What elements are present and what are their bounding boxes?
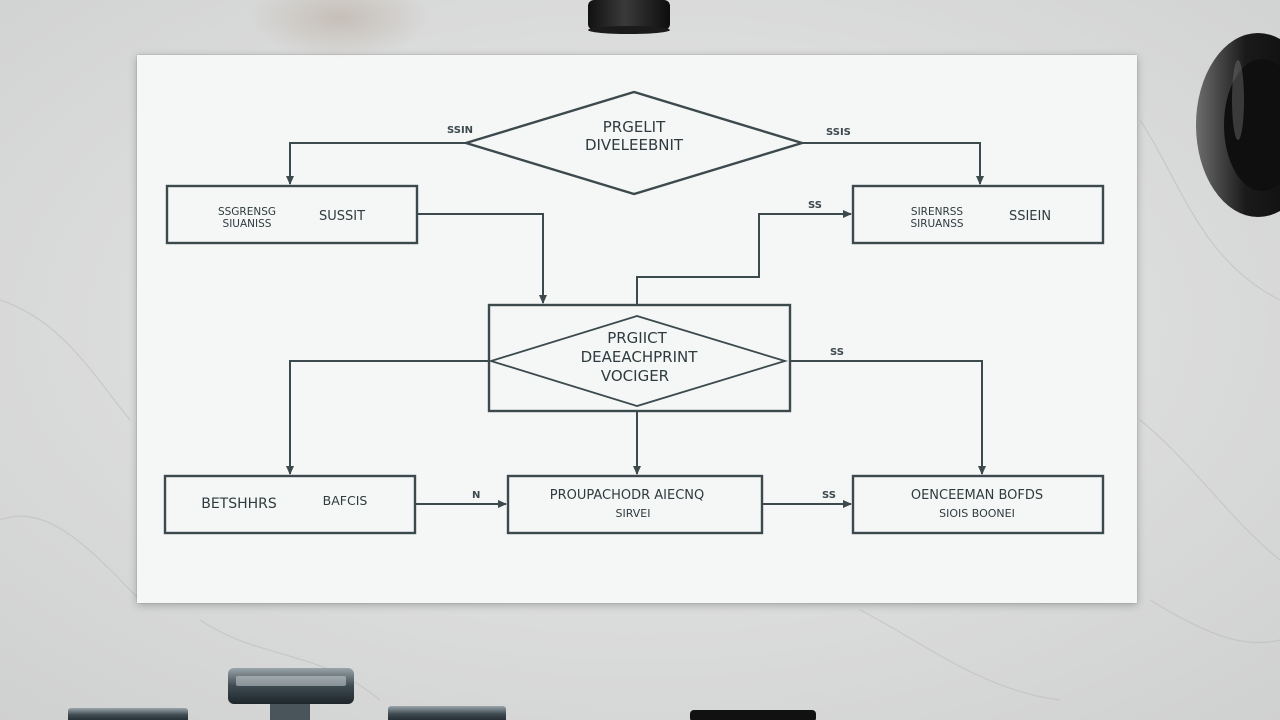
center-inner-diamond — [487, 315, 789, 407]
connector-center-to-bottom-left — [286, 360, 489, 475]
paper-sheet: SSIN SSIS SS SS N SS PRGELIT DIVELEEBNIT… — [137, 55, 1137, 603]
edge-label-bottom-left: N — [472, 490, 480, 501]
top-decision-label-line-1: PRGELIT — [603, 118, 666, 136]
bottom-center-line-2: SIRVEI — [616, 507, 651, 520]
bottom-left-right-line-1: BAFCIS — [323, 493, 368, 508]
right-box-left-line-2: SIRUANSS — [910, 218, 963, 230]
center-label-line-1: PRGIICT — [607, 329, 667, 347]
edge-label-right-upper: SS — [808, 200, 822, 211]
edge-label-top-left: SSIN — [447, 125, 473, 136]
left-box-right-line-1: SUSSIT — [319, 209, 365, 224]
right-box-left-line-1: SIRENRSS — [911, 206, 964, 218]
center-label-line-3: VOCIGER — [601, 367, 669, 385]
edge-label-bottom-right: SS — [822, 490, 836, 501]
center-box — [487, 303, 792, 413]
flowchart-diagram: SSIN SSIS SS SS N SS PRGELIT DIVELEEBNIT… — [163, 90, 1105, 535]
bottom-right-line-1: OENCEEMAN BOFDS — [911, 488, 1043, 503]
left-box-left-line-2: SIUANISS — [223, 218, 272, 230]
connector-center-to-bottom-right — [790, 360, 986, 475]
left-box-left-line-1: SSGRENSG — [218, 206, 276, 218]
connector-diamond-to-left-box — [286, 142, 466, 185]
bottom-right-box — [851, 474, 1105, 535]
left-box — [165, 184, 419, 245]
bottom-center-line-1: PROUPACHODR AIECNQ — [550, 488, 705, 503]
right-box — [851, 184, 1105, 245]
bottom-left-left-line-1: BETSHHRS — [201, 496, 277, 512]
top-decision-diamond — [461, 90, 807, 196]
bottom-center-box — [506, 474, 764, 535]
edge-label-top-right: SSIS — [826, 127, 851, 138]
center-label-line-2: DEAEACHPRINT — [581, 348, 699, 366]
right-box-right-line-1: SSIEIN — [1009, 209, 1051, 224]
top-decision-label-line-2: DIVELEEBNIT — [585, 136, 684, 154]
connector-center-to-right-box — [636, 210, 852, 305]
connector-diamond-to-right-box — [802, 142, 984, 185]
edge-label-right-mid: SS — [830, 347, 844, 358]
bottom-right-line-2: SIOIS BOONEI — [939, 507, 1015, 520]
connector-left-box-to-center — [417, 213, 547, 304]
